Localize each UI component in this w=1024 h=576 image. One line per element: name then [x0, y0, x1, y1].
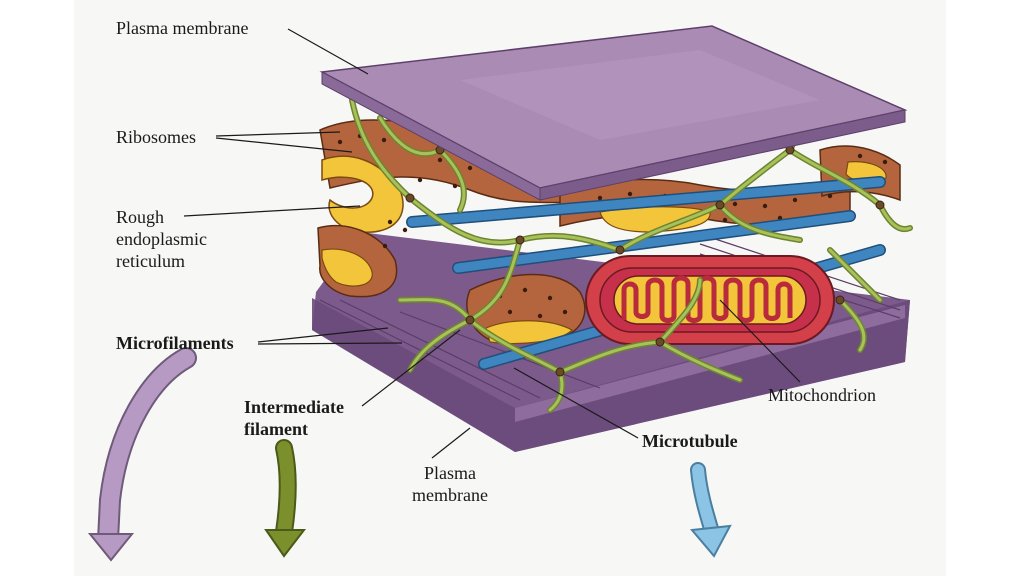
label-plasma-membrane-bottom-line-1: Plasma [424, 463, 476, 483]
microtubule-arrow [690, 462, 732, 558]
label-intermediate-filament: Intermediate filament [244, 396, 344, 440]
label-rough-er-line-1: Rough [116, 207, 165, 227]
label-plasma-membrane-bottom-line-2: membrane [412, 485, 488, 505]
filament-junctions [405, 145, 885, 377]
microfilaments-arrow [87, 347, 197, 562]
label-rough-er-line-2: endoplasmic [116, 229, 207, 249]
label-microtubule: Microtubule [642, 431, 738, 451]
label-ribosomes: Ribosomes [116, 127, 197, 147]
label-intermediate-filament-line-1: Intermediate [244, 397, 344, 417]
label-rough-er: Rough endoplasmic reticulum [116, 206, 207, 272]
leader-lines [183, 28, 801, 459]
label-rough-er-line-3: reticulum [116, 251, 185, 271]
label-mitochondrion: Mitochondrion [768, 385, 876, 405]
mitochondrion [585, 255, 835, 345]
label-intermediate-filament-line-2: filament [244, 419, 308, 439]
top-plasma-membrane [319, 25, 908, 201]
label-plasma-membrane-top: Plasma membrane [116, 18, 249, 38]
label-microfilaments: Microfilaments [116, 333, 234, 353]
intermediate-filament-arrow [264, 439, 307, 558]
label-plasma-membrane-bottom: Plasma membrane [380, 462, 520, 506]
